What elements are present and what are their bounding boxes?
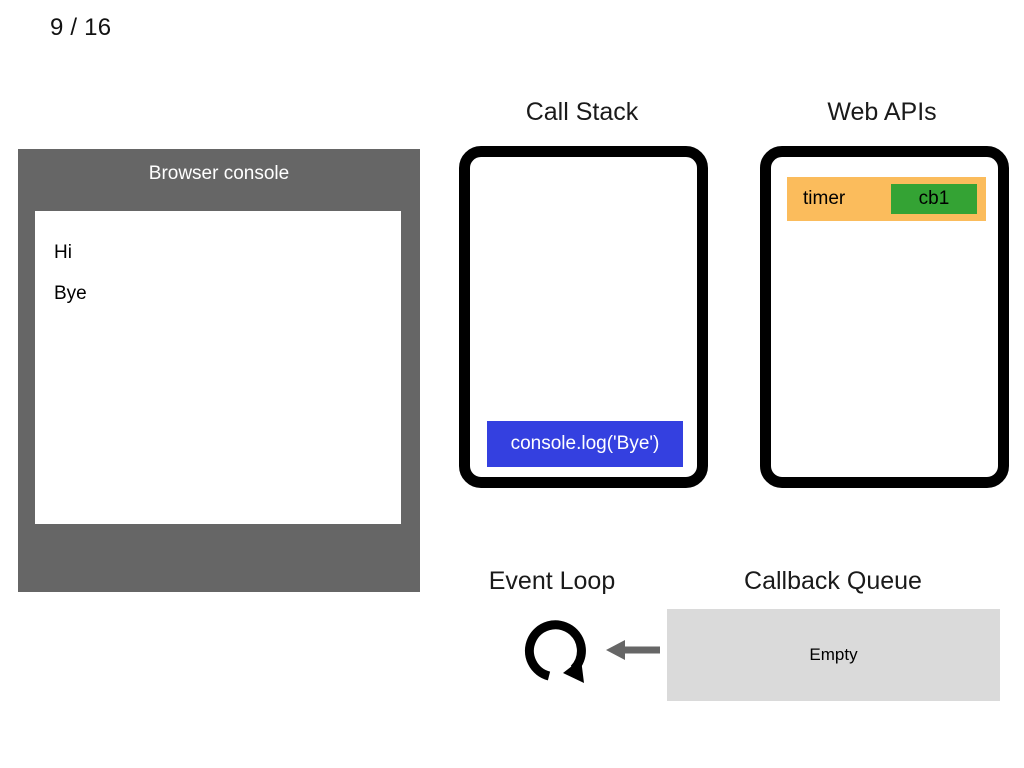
web-api-task[interactable]: timer cb1	[787, 177, 986, 221]
call-stack-inner: console.log('Bye')	[470, 157, 697, 477]
web-apis-title: Web APIs	[827, 98, 937, 126]
call-stack-frame[interactable]: console.log('Bye')	[487, 421, 683, 467]
console-log-line: Bye	[54, 283, 87, 304]
callback-queue-title: Callback Queue	[744, 567, 922, 595]
browser-console-panel: Browser console Hi Bye	[18, 149, 420, 592]
callback-queue-box: Empty	[667, 609, 1000, 701]
web-apis-box: timer cb1	[760, 146, 1009, 488]
browser-console-title: Browser console	[148, 163, 290, 184]
slide-counter: 9 / 16	[50, 14, 112, 41]
web-apis-inner: timer cb1	[771, 157, 998, 477]
web-api-task-label: timer	[803, 188, 846, 209]
callback-queue-status: Empty	[809, 645, 858, 664]
browser-console-screen: Hi Bye	[35, 211, 401, 524]
call-stack-title: Call Stack	[525, 98, 639, 126]
circular-arrow-icon	[518, 613, 594, 689]
arrow-left-icon	[604, 636, 662, 664]
call-stack-box: console.log('Bye')	[459, 146, 708, 488]
console-log-line: Hi	[54, 242, 72, 263]
web-api-callback-chip[interactable]: cb1	[891, 184, 977, 214]
event-loop-title: Event Loop	[488, 567, 616, 595]
